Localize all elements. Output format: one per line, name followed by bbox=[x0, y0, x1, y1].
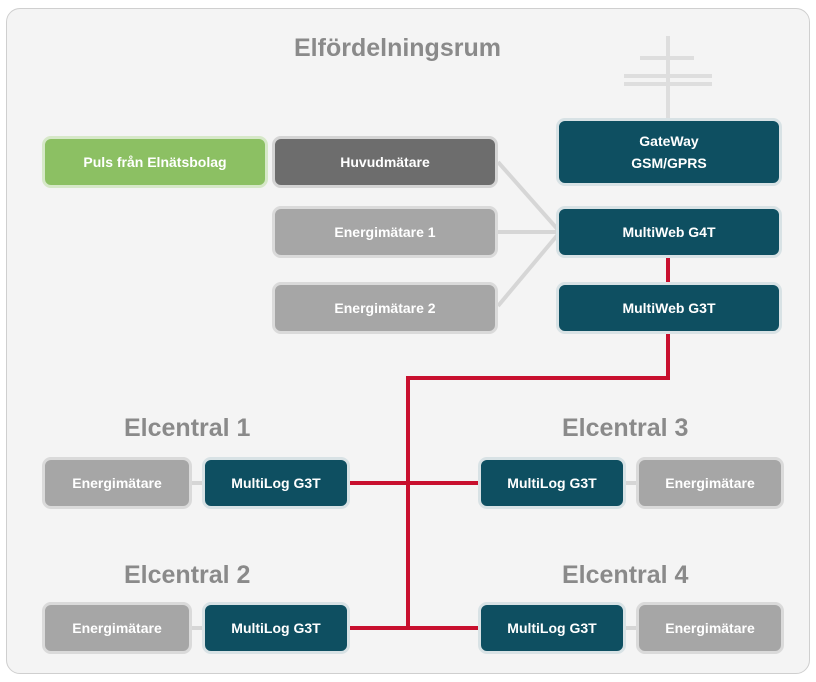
multiweb-g4t-label: MultiWeb G4T bbox=[622, 224, 716, 240]
energy-meter-1-label: Energimätare 1 bbox=[334, 224, 436, 240]
elcentral-1-logger-label: MultiLog G3T bbox=[231, 475, 321, 491]
elcentral-4-logger-box: MultiLog G3T bbox=[478, 602, 626, 654]
elcentral-3-meter-box: Energimätare bbox=[636, 457, 784, 509]
elcentral-3-meter-label: Energimätare bbox=[665, 475, 755, 491]
gateway-label: GateWay bbox=[639, 133, 699, 149]
bus-lines bbox=[346, 258, 670, 630]
elcentral-2-title: Elcentral 2 bbox=[124, 561, 251, 589]
elcentral-3-logger-label: MultiLog G3T bbox=[507, 475, 597, 491]
elcentral-1-meter-box: Energimätare bbox=[42, 457, 192, 509]
gateway-protocol-label: GSM/GPRS bbox=[631, 155, 707, 171]
elcentral-3-logger-box: MultiLog G3T bbox=[478, 457, 626, 509]
elcentral-4-meter-label: Energimätare bbox=[665, 620, 755, 636]
elcentral-1-meter-label: Energimätare bbox=[72, 475, 162, 491]
pulse-source-box: Puls från Elnätsbolag bbox=[42, 136, 268, 188]
elcentral-4-logger-label: MultiLog G3T bbox=[507, 620, 597, 636]
elcentral-3-title: Elcentral 3 bbox=[562, 414, 689, 442]
elcentral-2-logger-box: MultiLog G3T bbox=[202, 602, 350, 654]
elcentral-4-title: Elcentral 4 bbox=[562, 561, 689, 589]
pulse-source-label: Puls från Elnätsbolag bbox=[83, 154, 227, 170]
elcentral-1-title: Elcentral 1 bbox=[124, 414, 251, 442]
multiweb-g4t-box: MultiWeb G4T bbox=[556, 206, 782, 258]
energy-meter-2-box: Energimätare 2 bbox=[272, 282, 498, 334]
main-meter-label: Huvudmätare bbox=[340, 154, 430, 170]
energy-meter-2-label: Energimätare 2 bbox=[334, 300, 436, 316]
energy-meter-1-box: Energimätare 1 bbox=[272, 206, 498, 258]
page-title: Elfördelningsrum bbox=[294, 34, 501, 62]
elcentral-1-logger-box: MultiLog G3T bbox=[202, 457, 350, 509]
gateway-box: GateWay GSM/GPRS bbox=[556, 118, 782, 186]
antenna-icon bbox=[624, 36, 712, 120]
main-meter-box: Huvudmätare bbox=[272, 136, 498, 188]
elcentral-2-logger-label: MultiLog G3T bbox=[231, 620, 321, 636]
multiweb-g3t-box: MultiWeb G3T bbox=[556, 282, 782, 334]
elcentral-2-meter-label: Energimätare bbox=[72, 620, 162, 636]
elcentral-4-meter-box: Energimätare bbox=[636, 602, 784, 654]
multiweb-g3t-label: MultiWeb G3T bbox=[622, 300, 716, 316]
elcentral-2-meter-box: Energimätare bbox=[42, 602, 192, 654]
